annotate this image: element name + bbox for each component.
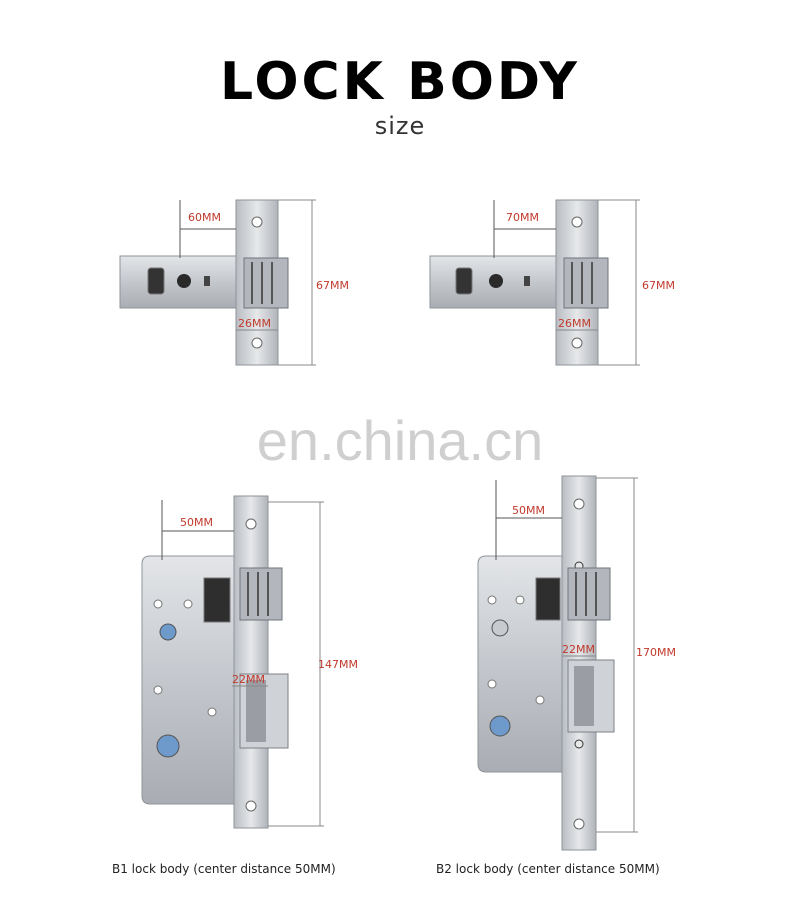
latch-60-bolt-detail [251,262,273,304]
b1-deadbolt-inner [246,680,266,742]
b2-screw-mid-2 [574,739,584,749]
page-title: LOCK BODY [220,52,580,112]
b1-lock-group: 50MM 147MM 22MM [141,495,358,829]
latch-70-bolt [563,257,609,309]
b1-spindle [203,577,231,623]
latch-60-bolt [243,257,289,309]
b2-latch-detail [575,572,597,616]
b1-rivet-2 [183,599,193,609]
b1-backset-label: 50MM [180,516,213,529]
latch-70-square-hole [455,267,473,295]
b1-cylinder-hole [156,734,180,758]
b2-backset-label: 50MM [512,504,545,517]
latch-60-slot [204,276,210,286]
latch-60-screw-top [251,216,263,228]
b2-lock-group: 50MM 170MM 22MM [477,475,676,851]
latch-60-height-label: 67MM [316,279,349,292]
b2-cylinder-hole-top [491,619,509,637]
latch-60-square-hole [147,267,165,295]
page-subtitle: size [374,112,426,140]
b2-rivet-1 [487,595,497,605]
b2-deadbolt-inner [574,666,594,726]
b2-rivet-2 [515,595,525,605]
b2-caption: B2 lock body (center distance 50MM) [436,862,660,876]
latch-70-screw-bottom [571,337,583,349]
b1-latch-bolt [239,567,283,621]
b1-rivet-1 [153,599,163,609]
latch-60-backset-label: 60MM [188,211,221,224]
latch-60-width-label: 26MM [238,317,271,330]
b1-height-label: 147MM [318,658,358,671]
b2-rivet-4 [535,695,545,705]
latch-70-group: 70MM 67MM 26MM [429,199,675,366]
latch-70-round-hole [489,274,503,288]
b2-height-label: 170MM [636,646,676,659]
b1-rivet-3 [153,685,163,695]
watermark: en.china.cn [256,409,544,472]
b2-width-label: 22MM [562,643,595,656]
b1-cylinder-hole-top [159,623,177,641]
latch-60-round-hole [177,274,191,288]
latch-70-backset-label: 70MM [506,211,539,224]
b2-screw-top [573,498,585,510]
b1-faceplate [233,495,269,829]
latch-70-width-label: 26MM [558,317,591,330]
latch-70-screw-top [571,216,583,228]
b2-latch-bolt [567,567,611,621]
b2-cylinder-hole [489,715,511,737]
b1-width-label: 22MM [232,673,265,686]
latch-70-bolt-detail [571,262,593,304]
latch-60-screw-bottom [251,337,263,349]
b2-rivet-3 [487,679,497,689]
b1-caption: B1 lock body (center distance 50MM) [112,862,336,876]
latch-70-height-label: 67MM [642,279,675,292]
latch-70-slot [524,276,530,286]
b1-latch-detail [247,572,269,616]
b1-screw-top [245,518,257,530]
b2-screw-bottom [573,818,585,830]
b1-rivet-4 [207,707,217,717]
latch-60-group: 60MM 67MM 26MM [119,199,349,366]
b2-spindle [535,577,561,621]
b1-screw-bottom [245,800,257,812]
